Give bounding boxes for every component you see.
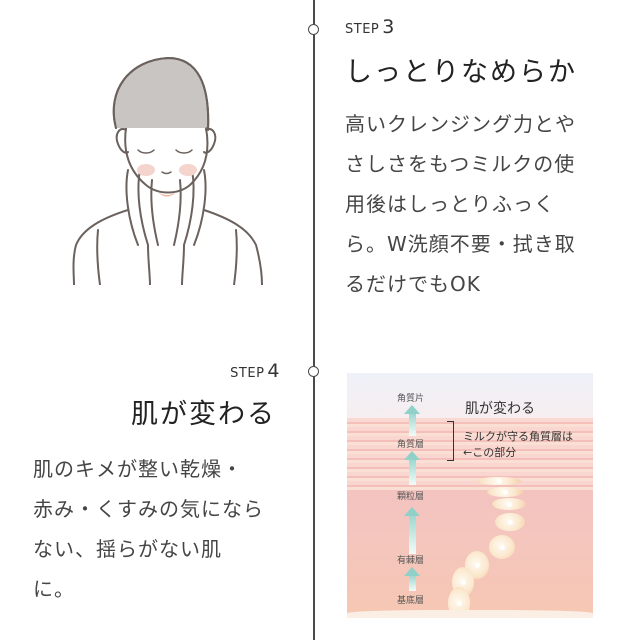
- note-line: ←この部分: [463, 446, 517, 459]
- layer-label-spinous: 有棘層: [397, 556, 425, 566]
- body-line: 高いクレンジング力とや: [345, 112, 576, 136]
- body-line: 赤み・くすみの気になら: [33, 497, 264, 521]
- diagram-note: ミルクが守る角質層は ←この部分: [463, 429, 573, 461]
- cell: [489, 535, 515, 559]
- step3-description: 高いクレンジング力とや さしさをもつミルクの使 用後はしっとりふっく ら。W洗顔…: [345, 104, 615, 304]
- woman-touching-face-icon: [72, 57, 263, 285]
- step-word: STEP: [230, 366, 265, 381]
- arrow-up-icon: [404, 567, 420, 591]
- layer-label-corneocyte: 角質片: [397, 394, 425, 404]
- body-line: ない、揺らがない肌: [33, 537, 222, 561]
- skin-layer-diagram: 角質片 角質層 顆粒層 有棘層 基底層 肌が変わる ミルクが守る角質層は ←この…: [347, 373, 593, 618]
- bracket: [447, 421, 454, 461]
- layer-label-corneum: 角質層: [397, 440, 425, 450]
- step-number: 3: [382, 16, 395, 38]
- cell: [492, 498, 526, 510]
- layer-label-basal: 基底層: [397, 596, 425, 606]
- step-word: STEP: [345, 22, 380, 37]
- skin-base-wave: [347, 610, 593, 618]
- arrow-up-icon: [404, 451, 420, 485]
- body-line: に。: [33, 577, 75, 601]
- layer-label-granular: 顆粒層: [397, 492, 425, 502]
- arrow-up-icon: [404, 405, 420, 436]
- cell: [495, 513, 525, 531]
- note-line: ミルクが守る角質層は: [463, 430, 573, 443]
- step4-title: 肌が変わる: [131, 399, 276, 430]
- body-line: ら。W洗顔不要・拭き取: [345, 232, 576, 256]
- body-line: さしさをもつミルクの使: [345, 152, 576, 176]
- body-line: るだけでもOK: [345, 272, 481, 296]
- cell: [487, 487, 523, 497]
- step3-title: しっとりなめらか: [345, 57, 577, 88]
- cell: [477, 477, 521, 485]
- stratum-corneum-band: [347, 418, 593, 490]
- diagram-title: 肌が変わる: [465, 401, 535, 417]
- body-line: 用後はしっとりふっく: [345, 192, 555, 216]
- body-line: 肌のキメが整い乾燥・: [33, 457, 243, 481]
- timeline-dot-step3: [308, 24, 319, 35]
- arrow-up-icon: [404, 507, 420, 554]
- timeline-line: [313, 0, 315, 640]
- step4-description: 肌のキメが整い乾燥・ 赤み・くすみの気になら ない、揺らがない肌 に。: [33, 449, 293, 609]
- step-number: 4: [267, 360, 280, 382]
- timeline-dot-step4: [308, 366, 319, 377]
